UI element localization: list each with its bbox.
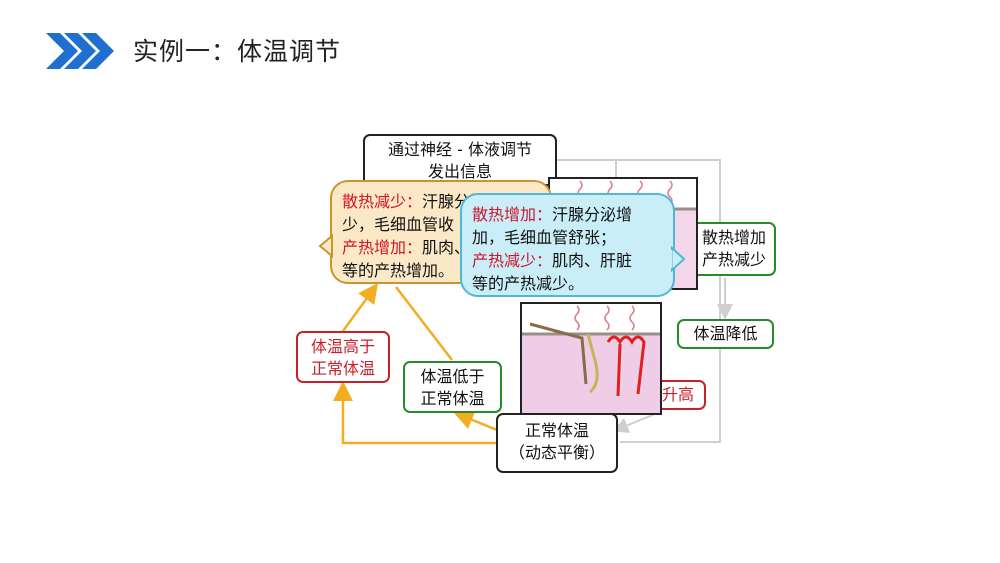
bubble-pointer-right (670, 246, 686, 272)
nerve-humoral-regulation-box: 通过神经 - 体液调节 发出信息 (363, 134, 557, 186)
temperature-above-normal-box: 体温高于 正常体温 (296, 331, 390, 383)
source-line2: 发出信息 (427, 162, 492, 181)
temperature-lower-box: 体温降低 (677, 319, 774, 349)
normal-temperature-box: 正常体温 （动态平衡） (496, 413, 618, 473)
temperature-below-normal-box: 体温低于 正常体温 (403, 361, 502, 413)
skin-section-image-bottom (520, 302, 662, 415)
page-title: 实例一：体温调节 (133, 37, 342, 66)
chevron-logo-icon (46, 33, 114, 69)
source-line1: 通过神经 - 体液调节 (388, 140, 532, 159)
bubble-pointer-left (318, 234, 333, 258)
heat-dissipation-bubble: 散热增加：汗腺分泌增 加，毛细血管舒张； 产热减少：肌肉、肝脏 等的产热减少。 (460, 193, 675, 297)
